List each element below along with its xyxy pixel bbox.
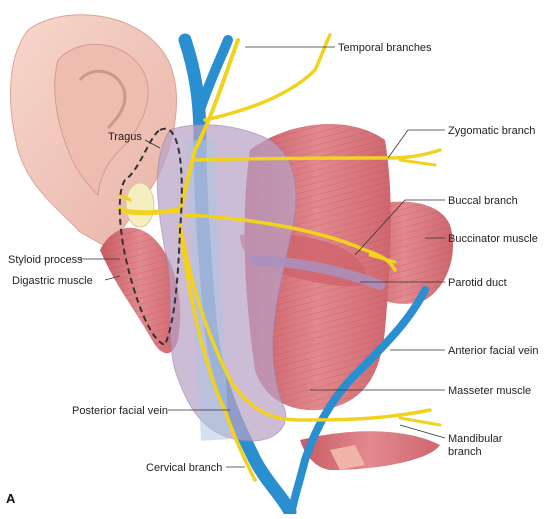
- label-buccal-branch: Buccal branch: [448, 195, 518, 207]
- leader-lines: [80, 46, 446, 468]
- styloid-process: [125, 182, 155, 228]
- label-anterior-facial-vein: Anterior facial vein: [448, 345, 539, 357]
- digastric-muscle: [100, 227, 181, 354]
- label-temporal-branches: Temporal branches: [338, 42, 432, 54]
- tragus-outline: [118, 127, 183, 347]
- labels: Temporal branches Zygomatic branch Tragu…: [6, 42, 539, 506]
- parotid-duct: [250, 255, 385, 290]
- label-masseter-muscle: Masseter muscle: [448, 385, 531, 397]
- label-posterior-facial-vein: Posterior facial vein: [72, 405, 168, 417]
- label-parotid-duct: Parotid duct: [448, 277, 507, 289]
- label-buccinator-muscle: Buccinator muscle: [448, 233, 538, 245]
- label-cervical-branch: Cervical branch: [146, 462, 222, 474]
- facial-nerve-branches: [117, 33, 442, 482]
- platysma-strip: [300, 431, 440, 470]
- parotid-gland: [156, 124, 297, 442]
- label-digastric-muscle: Digastric muscle: [12, 275, 93, 287]
- panel-letter: A: [6, 491, 16, 506]
- label-styloid-process: Styloid process: [8, 254, 83, 266]
- label-mandibular-branch-line2: branch: [448, 446, 482, 458]
- label-tragus: Tragus: [108, 131, 142, 143]
- label-mandibular-branch-line1: Mandibular: [448, 433, 503, 445]
- label-zygomatic-branch: Zygomatic branch: [448, 125, 535, 137]
